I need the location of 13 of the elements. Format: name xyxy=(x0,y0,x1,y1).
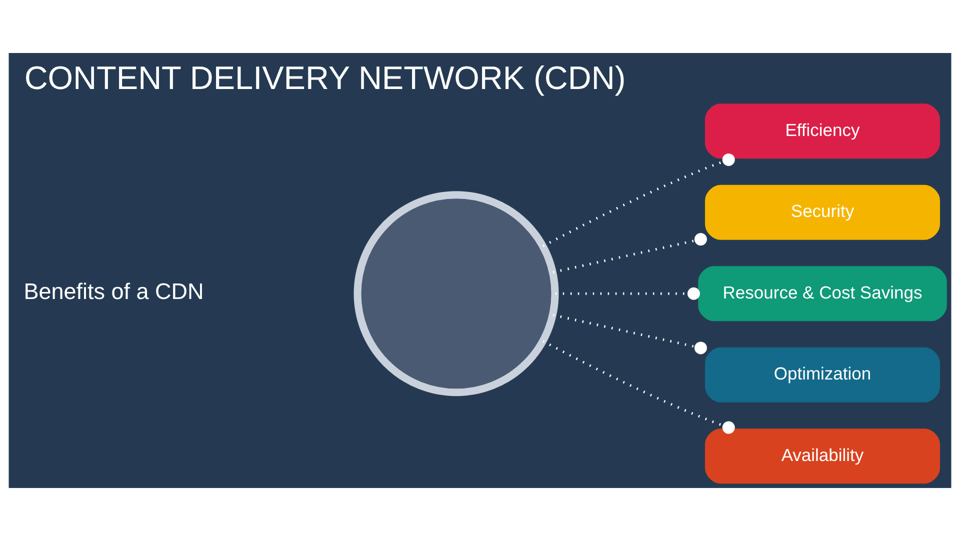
node-box: Resource & Cost Savings xyxy=(698,266,947,321)
node-box: Efficiency xyxy=(705,103,940,158)
node-box: Optimization xyxy=(705,346,940,402)
diagram-title: CONTENT DELIVERY NETWORK (CDN) xyxy=(24,60,626,96)
node-box: Security xyxy=(705,184,940,240)
connector xyxy=(555,286,700,300)
connector xyxy=(542,340,735,434)
node-box: Availability xyxy=(705,428,940,484)
connector xyxy=(542,152,735,247)
connector xyxy=(552,232,707,273)
node-circle xyxy=(354,190,559,396)
connector xyxy=(552,313,707,354)
label: Benefits of a CDN xyxy=(24,278,204,304)
